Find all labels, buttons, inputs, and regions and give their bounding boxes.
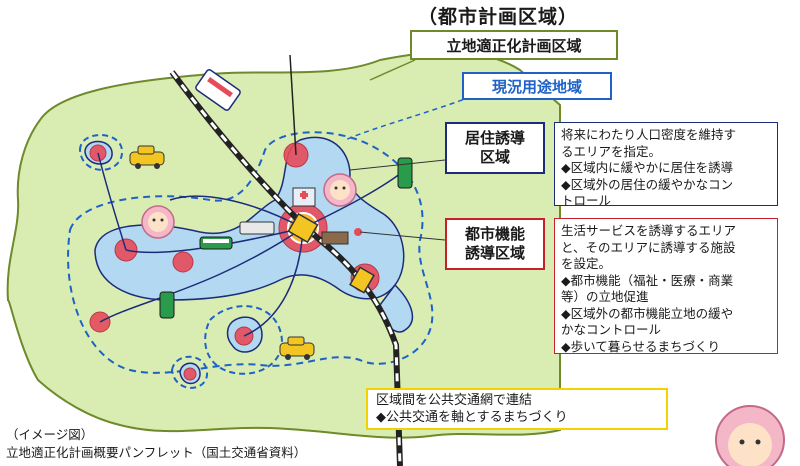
urban-label-line-1: 都市機能 (464, 225, 525, 243)
urban-desc-line: を設定。 (561, 256, 612, 271)
residential-description: 将来にわたり人口密度を維持す るエリアを指定。 ◆区域内に緩やかに居住を誘導 ◆… (554, 122, 778, 208)
transit-desc-line: 区域間を公共交通網で連結 (376, 393, 533, 408)
zone-outline-left-small (78, 134, 124, 171)
taxi-icon (129, 145, 165, 169)
urban-label-line-2: 誘導区域 (464, 244, 525, 262)
zone-outline-bottom (204, 305, 283, 375)
mascot-icon (715, 405, 785, 466)
north-line (289, 54, 297, 156)
residential-zone-label: 居住誘導 区域 (445, 122, 545, 174)
residential-desc-line: ◆区域内に緩やかに居住を誘導 (561, 160, 734, 175)
residential-label-line-1: 居住誘導 (464, 129, 525, 147)
residential-desc-line: トロール (561, 193, 612, 208)
source-credit: 立地適正化計画概要パンフレット（国土交通省資料） (6, 445, 307, 460)
urban-desc-line: 生活サービスを誘導するエリア (561, 223, 737, 238)
residential-label-line-2: 区域 (479, 148, 510, 166)
building-icon (287, 212, 319, 244)
building-icon (321, 231, 349, 245)
transit-description: 区域間を公共交通網で連結 ◆公共交通を軸とするまちづくり (366, 388, 668, 430)
railway-icon (169, 70, 403, 466)
zone-outline-bottom-small (170, 355, 209, 389)
marker-icon (354, 228, 362, 236)
residential-desc-line: 将来にわたり人口密度を維持す (561, 127, 737, 142)
urban-desc-line: ◆区域外の都市機能立地の緩や (561, 305, 734, 321)
urban-desc-line: ◆歩いて暮らせるまちづくり (561, 338, 720, 354)
image-caption: （イメージ図） (6, 427, 94, 442)
current-use-text: 現況用途地域 (491, 77, 582, 96)
mascot-icon (323, 173, 357, 207)
current-use-label: 現況用途地域 (462, 72, 612, 100)
residential-desc-line: ◆区域外の居住の緩やかなコン (561, 176, 734, 192)
urban-desc-line: ◆都市機能（福祉・医療・商業 (561, 272, 734, 288)
plan-area-label: 立地適正化計画区域 (410, 30, 618, 60)
tram-icon (239, 221, 275, 235)
residential-desc-line: るエリアを指定。 (561, 143, 662, 159)
bus-icon (199, 236, 233, 250)
mascot-icon (141, 205, 175, 239)
bus-icon (397, 157, 413, 189)
urban-desc-line: と、そのエリアに誘導する施設 (561, 239, 736, 255)
hospital-icon (292, 187, 316, 207)
urban-function-description: 生活サービスを誘導するエリア と、そのエリアに誘導する施設 を設定。 ◆都市機能… (554, 218, 778, 354)
urban-desc-line: 等）の立地促進 (561, 289, 649, 304)
diagram-title: （都市計画区域） (418, 6, 579, 28)
train-icon (195, 69, 241, 111)
building-icon (349, 266, 375, 294)
bus-icon (159, 291, 175, 319)
taxi-icon (279, 336, 315, 360)
urban-function-zone-label: 都市機能 誘導区域 (445, 218, 545, 270)
current-use-zone-outline (67, 131, 434, 374)
plan-area-text: 立地適正化計画区域 (446, 36, 582, 55)
transit-desc-line: ◆公共交通を軸とするまちづくり (376, 409, 568, 425)
urban-desc-line: かなコントロール (561, 322, 662, 337)
bus-routes (97, 152, 406, 337)
